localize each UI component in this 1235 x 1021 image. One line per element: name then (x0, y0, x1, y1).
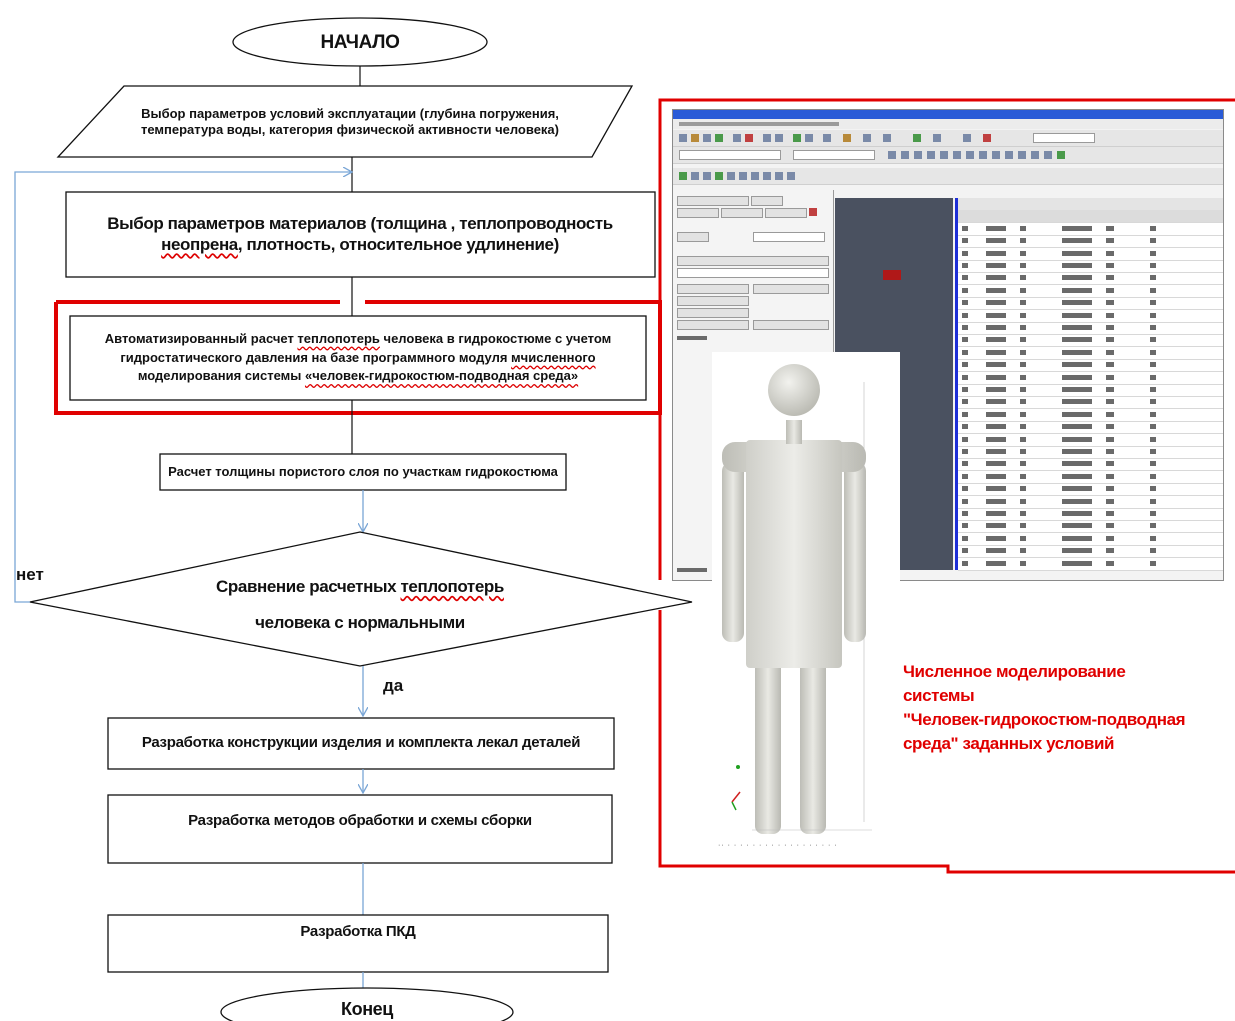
human-3d-model (712, 352, 900, 852)
calc-box (69, 315, 647, 401)
table-row (958, 558, 1223, 571)
table-row (958, 334, 1223, 348)
table-row (958, 533, 1223, 546)
model-head (768, 364, 820, 416)
table-row (958, 372, 1223, 385)
caption-line3: "Человек-гидрокостюм-подводная (903, 710, 1186, 729)
table-row (958, 458, 1223, 472)
pkd-text: Разработка ПКД (300, 922, 416, 940)
start-label: НАЧАЛО (320, 32, 400, 54)
end-terminal (220, 987, 514, 1021)
model-right-leg (800, 652, 826, 834)
table-row (958, 322, 1223, 335)
thickness-text: Расчет толщины пористого слоя по участка… (168, 463, 558, 479)
app-toolbar-2 (673, 147, 1223, 164)
calc-line2: гидростатического давления на базе прогр… (120, 349, 596, 365)
materials-line1: Выбор параметров материалов (толщина , т… (107, 213, 613, 233)
calc-line3: моделирования системы «человек-гидрокост… (137, 368, 579, 384)
input-parallelogram (56, 85, 634, 158)
table-row (958, 223, 1223, 236)
no-branch-label: нет (16, 565, 44, 584)
table-row (958, 471, 1223, 484)
table-row (958, 310, 1223, 323)
table-row (958, 520, 1223, 534)
input-params-text: Выбор параметров условий эксплуатации (г… (100, 92, 600, 152)
model-torso (746, 440, 842, 668)
methods-text: Разработка методов обработки и схемы сбо… (188, 811, 532, 829)
model-left-arm (722, 462, 744, 642)
model-right-arm (844, 462, 866, 642)
app-menubar (673, 119, 1223, 129)
methods-box (107, 794, 613, 864)
table-row (958, 260, 1223, 273)
app-toolbar-1 (673, 130, 1223, 147)
table-row (958, 359, 1223, 373)
table-row (958, 272, 1223, 286)
model-left-leg (755, 652, 781, 834)
materials-box (65, 191, 656, 278)
table-row (958, 496, 1223, 509)
table-row (958, 508, 1223, 521)
loop-back-connector (14, 172, 352, 603)
input-params-line1: Выбор параметров условий эксплуатации (г… (141, 105, 559, 121)
input-params-line2: температура воды, категория физической а… (140, 122, 559, 137)
materials-line2: неопрена, плотность, относительное удлин… (161, 235, 559, 254)
calc-text: Автоматизированный расчет теплопотерь че… (74, 320, 642, 396)
thickness-box (159, 453, 567, 491)
table-row (958, 297, 1223, 311)
materials-text: Выбор параметров материалов (толщина , т… (70, 196, 650, 272)
calc-line1: Автоматизированный расчет теплопотерь че… (104, 330, 612, 346)
table-row (958, 285, 1223, 298)
compare-line1: Сравнение расчетных теплопотерь (216, 577, 504, 597)
table-row (958, 446, 1223, 459)
model-axis-ticks: ·· · · · · · · · · · · · · · · · · · · (718, 842, 838, 849)
table-row (958, 248, 1223, 261)
results-table (955, 198, 1223, 571)
table-row (958, 396, 1223, 410)
table-row (958, 434, 1223, 447)
table-row (958, 235, 1223, 249)
compare-line2: человека с нормальными (255, 613, 465, 632)
app-toolbar-3 (673, 168, 1223, 185)
simulation-highlight-frame (658, 98, 1235, 874)
design-text: Разработка конструкции изделия и комплек… (141, 734, 581, 752)
pkd-box (107, 914, 609, 973)
simulation-caption: Численное моделирование системы "Человек… (903, 660, 1223, 756)
table-row (958, 347, 1223, 360)
table-row (958, 483, 1223, 497)
caption-line1: Численное моделирование (903, 662, 1126, 681)
design-box (107, 717, 615, 770)
table-row (958, 384, 1223, 397)
caption-line4: среда" заданных условий (903, 734, 1115, 753)
table-row (958, 545, 1223, 559)
app-titlebar (673, 110, 1223, 119)
end-label: Конец (341, 998, 393, 1019)
compare-text: Сравнение расчетных теплопотерь человека… (160, 565, 560, 645)
caption-line2: системы (903, 686, 975, 705)
table-row (958, 421, 1223, 435)
table-row (958, 409, 1223, 422)
compare-decision (29, 531, 693, 667)
yes-branch-label: да (383, 676, 404, 695)
